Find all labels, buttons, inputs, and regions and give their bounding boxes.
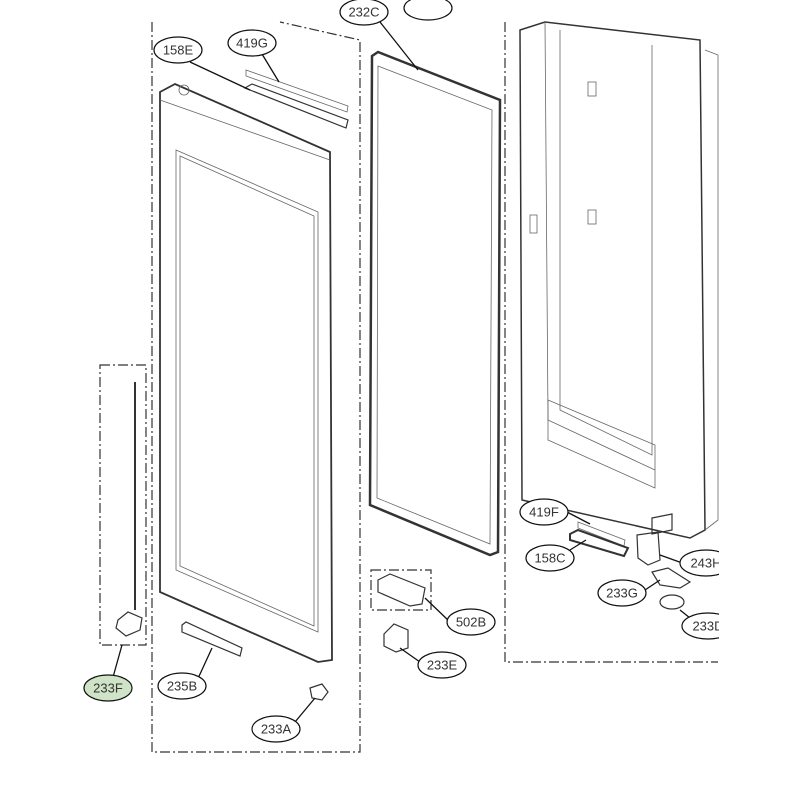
callout-232C[interactable]: 232C [339,0,389,26]
door-cap-158E[interactable] [243,83,349,129]
svg-text:243H: 243H [690,556,721,571]
door-group-outline [151,21,361,753]
svg-text:233A: 233A [261,722,292,737]
svg-text:419G: 419G [236,36,268,51]
callout-233F[interactable]: 233F [83,674,133,702]
bracket-235B[interactable] [181,621,243,657]
svg-text:233G: 233G [606,586,638,601]
callout-233E[interactable]: 233E [417,651,467,679]
bracket-233G[interactable] [651,567,692,589]
svg-text:233E: 233E [427,658,458,673]
part-233A[interactable] [309,683,329,701]
leader-lines [109,21,696,729]
svg-text:502B: 502B [456,615,486,630]
callout-419G[interactable]: 419G [227,29,277,57]
callout-233A[interactable]: 233A [251,715,301,743]
svg-text:158C: 158C [534,551,565,566]
callout-233G[interactable]: 233G [597,579,647,607]
part-233D[interactable] [659,594,685,610]
switch-502B[interactable] [377,573,426,607]
svg-text:419F: 419F [529,505,559,520]
svg-text:233D: 233D [692,619,723,634]
crop-mask [719,0,800,800]
hinge-pin-233F[interactable] [115,382,143,637]
strip-419G[interactable] [245,69,349,113]
svg-text:233F: 233F [93,681,123,696]
hinge-pin-group-outline [99,364,147,646]
door-panel[interactable] [159,83,333,663]
svg-text:232C: 232C [348,5,379,20]
callout-419F[interactable]: 419F [519,498,569,526]
part-233E[interactable] [383,623,409,653]
callout-158C[interactable]: 158C [525,544,575,572]
svg-text:235B: 235B [167,679,197,694]
strip-419F[interactable] [577,521,626,547]
cabinet-body[interactable] [519,21,719,539]
cap-158C[interactable] [569,528,630,558]
switch-group-outline [370,569,432,611]
callout-158E[interactable]: 158E [153,36,203,64]
callout-cut-off [403,0,453,21]
callout-235B[interactable]: 235B [157,672,207,700]
svg-text:158E: 158E [163,43,194,58]
gasket-232C[interactable] [368,50,502,557]
cabinet-group-outline [504,22,718,663]
hinge-243H[interactable] [636,531,661,566]
callout-502B[interactable]: 502B [446,608,496,636]
